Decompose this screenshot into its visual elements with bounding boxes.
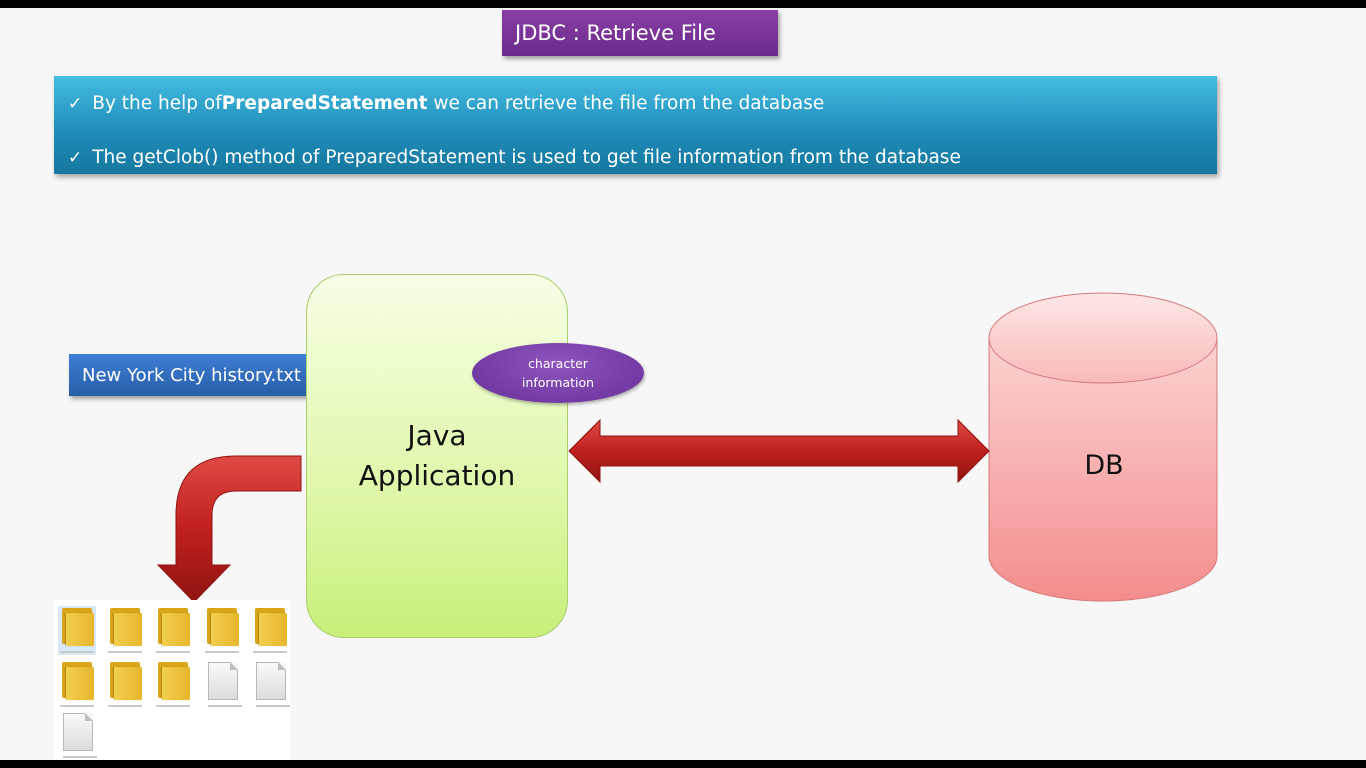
file-item	[60, 662, 94, 707]
folder-icon	[60, 608, 94, 646]
file-item	[253, 608, 287, 653]
folder-icon	[108, 662, 142, 700]
document-icon	[208, 662, 238, 700]
bullet-1-text-before: By the help of	[92, 93, 222, 114]
bullet-1-text-bold: PreparedStatement	[221, 93, 428, 114]
bullet-2-text: The getClob() method of PreparedStatemen…	[92, 147, 961, 168]
char-info-line2: information	[521, 375, 595, 390]
bullet-box: ✓ By the help of PreparedStatement we ca…	[54, 76, 1217, 174]
bullet-2: ✓ The getClob() method of PreparedStatem…	[68, 147, 961, 168]
bullet-1: ✓ By the help of PreparedStatement we ca…	[68, 93, 824, 114]
file-item	[58, 606, 96, 655]
db-cylinder	[988, 292, 1218, 602]
file-item	[205, 608, 239, 653]
document-icon	[63, 713, 93, 751]
db-label: DB	[1084, 450, 1124, 481]
file-name-label: New York City history.txt	[69, 354, 324, 396]
file-name-text: New York City history.txt	[82, 364, 301, 386]
java-application-label: Java Application	[306, 416, 568, 496]
bullet-1-text-after: we can retrieve the file from the databa…	[427, 93, 825, 114]
slide: JDBC : Retrieve File ✓ By the help of Pr…	[0, 8, 1366, 760]
check-icon: ✓	[68, 147, 83, 168]
char-info-line1: character	[528, 356, 588, 371]
java-label-line1: Java	[407, 419, 467, 452]
folder-icon	[108, 608, 142, 646]
file-item	[156, 608, 190, 653]
file-item	[256, 662, 290, 707]
db-double-arrow	[568, 418, 990, 484]
slide-title-text: JDBC : Retrieve File	[515, 21, 716, 45]
file-item	[156, 662, 190, 707]
slide-title: JDBC : Retrieve File	[502, 10, 778, 56]
java-label-line2: Application	[358, 459, 516, 492]
file-item	[108, 662, 142, 707]
folder-icon	[156, 662, 190, 700]
folder-icon	[156, 608, 190, 646]
file-item	[208, 662, 242, 707]
curved-down-arrow	[156, 455, 302, 603]
java-application-box	[306, 274, 568, 638]
document-icon	[256, 662, 286, 700]
check-icon: ✓	[68, 93, 83, 114]
file-item	[108, 608, 142, 653]
file-item	[63, 713, 97, 758]
folder-icon	[205, 608, 239, 646]
folder-icon	[253, 608, 287, 646]
character-information-ellipse: character information	[472, 343, 644, 403]
folder-icon	[60, 662, 94, 700]
file-explorer-thumbnail	[54, 600, 291, 760]
